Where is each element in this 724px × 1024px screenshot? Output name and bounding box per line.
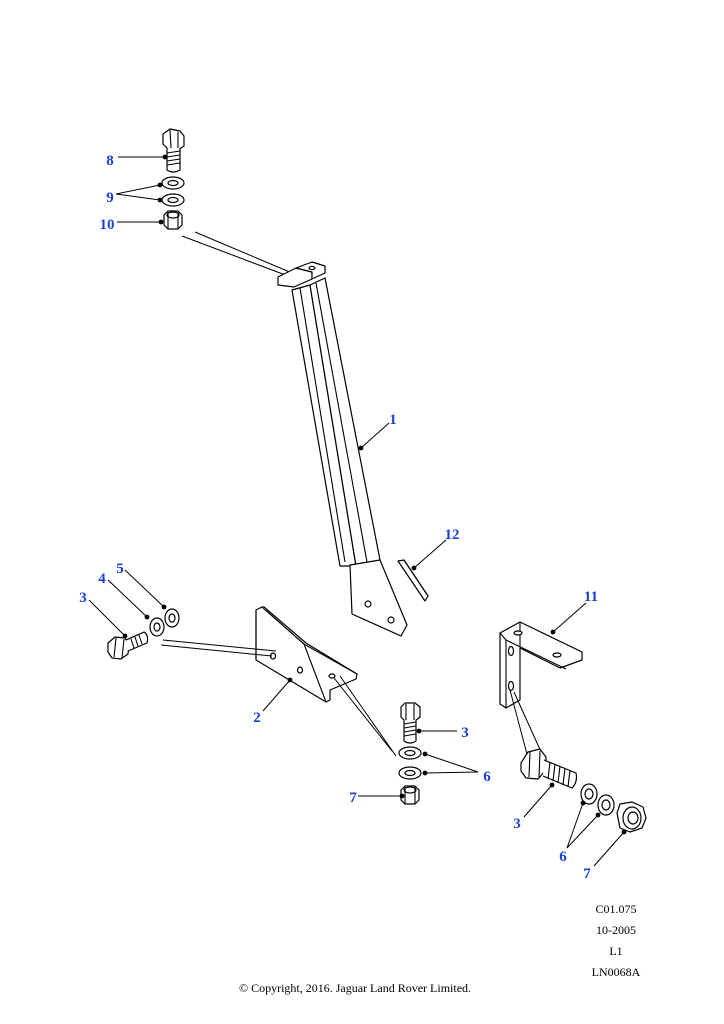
nut-10 [163,210,183,230]
bolt-3-right [520,748,578,789]
bracket-11 [499,621,583,709]
callout-7-middle[interactable]: 7 [349,790,357,806]
drawing-code: C01.075 [595,902,637,916]
washer-6-right-a [580,783,598,805]
washer-9-upper [161,176,185,190]
callout-11[interactable]: 11 [584,589,598,605]
drawing-ref: LN0068A [591,965,641,979]
callout-2[interactable]: 2 [253,710,261,726]
bolt-3-left [107,631,149,660]
washer-4 [149,617,165,637]
leader-lines [88,154,627,867]
drawing-date: 10-2005 [596,923,636,937]
washer-6-middle-upper [398,746,422,760]
washer-5 [164,608,180,628]
callout-3-middle[interactable]: 3 [461,725,469,741]
copyright-notice: © Copyright, 2016. Jaguar Land Rover Lim… [238,981,472,995]
callout-10[interactable]: 10 [100,217,115,233]
strut-1 [277,261,408,637]
pad-12 [397,559,429,602]
callout-12[interactable]: 12 [445,527,460,543]
drawing-reference-block: C01.075 10-2005 L1 LN0068A [586,901,646,985]
callout-8[interactable]: 8 [106,153,114,169]
bolt-8 [162,128,185,173]
drawing-level: L1 [609,944,623,958]
washer-6-middle-lower [398,766,422,780]
callout-7-right[interactable]: 7 [583,866,591,882]
callout-3-left[interactable]: 3 [79,590,87,606]
callout-5[interactable]: 5 [116,561,124,577]
callout-4[interactable]: 4 [98,571,106,587]
callout-1[interactable]: 1 [389,412,397,428]
callout-6-middle[interactable]: 6 [483,769,491,785]
callout-3-right[interactable]: 3 [513,816,521,832]
washer-6-right-b [597,794,615,816]
nut-7-right [616,801,647,833]
washer-9-lower [161,193,185,207]
nut-7-middle [400,785,420,805]
callout-9[interactable]: 9 [106,190,114,206]
bracket-2 [255,606,358,703]
bolt-3-middle [400,702,421,744]
callout-6-right[interactable]: 6 [559,849,567,865]
